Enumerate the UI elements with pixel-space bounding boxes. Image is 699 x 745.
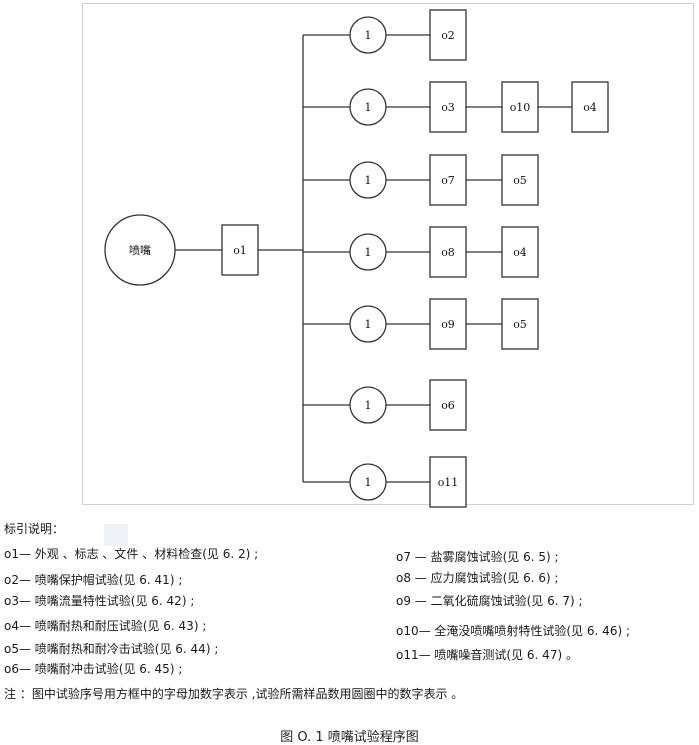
test-box [429, 81, 467, 133]
sample-count-label: 1 [365, 318, 372, 331]
test-box [429, 298, 467, 350]
legend-item: o10— 全淹没喷嘴喷射特性试验(见 6. 46) ; [396, 624, 630, 638]
test-label: o9 [441, 318, 455, 331]
sample-count-label: 1 [365, 174, 372, 187]
legend-item: o6— 喷嘴耐冲击试验(见 6. 45) ; [4, 662, 183, 676]
test-label: o11 [438, 476, 459, 489]
test-label: o4 [513, 246, 527, 259]
start-circle [104, 214, 176, 286]
test-box [571, 81, 609, 133]
sample-count-circle [349, 386, 387, 424]
legend-item: o11— 喷嘴噪音测试(见 6. 47) 。 [396, 648, 578, 662]
legend-title: 标引说明： [4, 522, 65, 536]
diagram-frame [82, 3, 694, 505]
test-box [429, 456, 467, 508]
sample-count-circle [349, 463, 387, 501]
sample-count-circle [349, 16, 387, 54]
legend-item: o7 — 盐雾腐蚀试验(见 6. 5) ; [396, 550, 559, 564]
legend-item: o5— 喷嘴耐热和耐冷击试验(见 6. 44) ; [4, 642, 219, 656]
test-label: o8 [441, 246, 455, 259]
test-label: o7 [441, 174, 455, 187]
sample-count-label: 1 [365, 246, 372, 259]
test-procedure-diagram: 喷嘴 o1 1 o2 1 o3 o10 o4 1 o7 o5 1 o8 o4 1 o9 o5 1 o6 1 o11 [104, 9, 609, 508]
test-label: o5 [513, 318, 527, 331]
legend-item: o9 — 二氧化硫腐蚀试验(见 6. 7) ; [396, 594, 583, 608]
sample-count-label: 1 [365, 476, 372, 489]
test-label: o5 [513, 174, 527, 187]
sample-count-circle [349, 305, 387, 343]
test-label: o3 [441, 101, 455, 114]
hub-box [221, 224, 259, 276]
test-label: o10 [510, 101, 531, 114]
sample-count-label: 1 [365, 399, 372, 412]
sample-count-circle [349, 233, 387, 271]
legend-item: o2— 喷嘴保护帽试验(见 6. 41) ; [4, 573, 183, 587]
hub-label: o1 [233, 244, 247, 257]
branches-group: 1 o2 1 o3 o10 o4 1 o7 o5 1 o8 o4 1 o9 o5 1 o6 1 o11 [303, 9, 609, 508]
test-box [429, 379, 467, 431]
test-box [429, 9, 467, 61]
legend-item: o4— 喷嘴耐热和耐压试验(见 6. 43) ; [4, 619, 207, 633]
legend-item: o8 — 应力腐蚀试验(见 6. 6) ; [396, 571, 559, 585]
sample-count-circle [349, 161, 387, 199]
test-label: o2 [441, 29, 455, 42]
sample-count-circle [349, 88, 387, 126]
legend-item: o1— 外观 、标志 、文件 、材料检查(见 6. 2) ; [4, 547, 259, 561]
test-box [501, 154, 539, 206]
test-box [501, 298, 539, 350]
note-text: 注 ：图中试验序号用方框中的字母加数字表示 ,试验所需样品数用圆圈中的数字表示 … [4, 687, 464, 701]
figure-title: 图 O. 1 喷嘴试验程序图 [280, 730, 419, 745]
legend-item: o3— 喷嘴流量特性试验(见 6. 42) ; [4, 594, 195, 608]
start-label: 喷嘴 [129, 244, 151, 257]
sample-count-label: 1 [365, 101, 372, 114]
test-label: o4 [583, 101, 597, 114]
test-label: o6 [441, 399, 455, 412]
highlight-block [104, 524, 128, 546]
sample-count-label: 1 [365, 29, 372, 42]
test-box [501, 226, 539, 278]
